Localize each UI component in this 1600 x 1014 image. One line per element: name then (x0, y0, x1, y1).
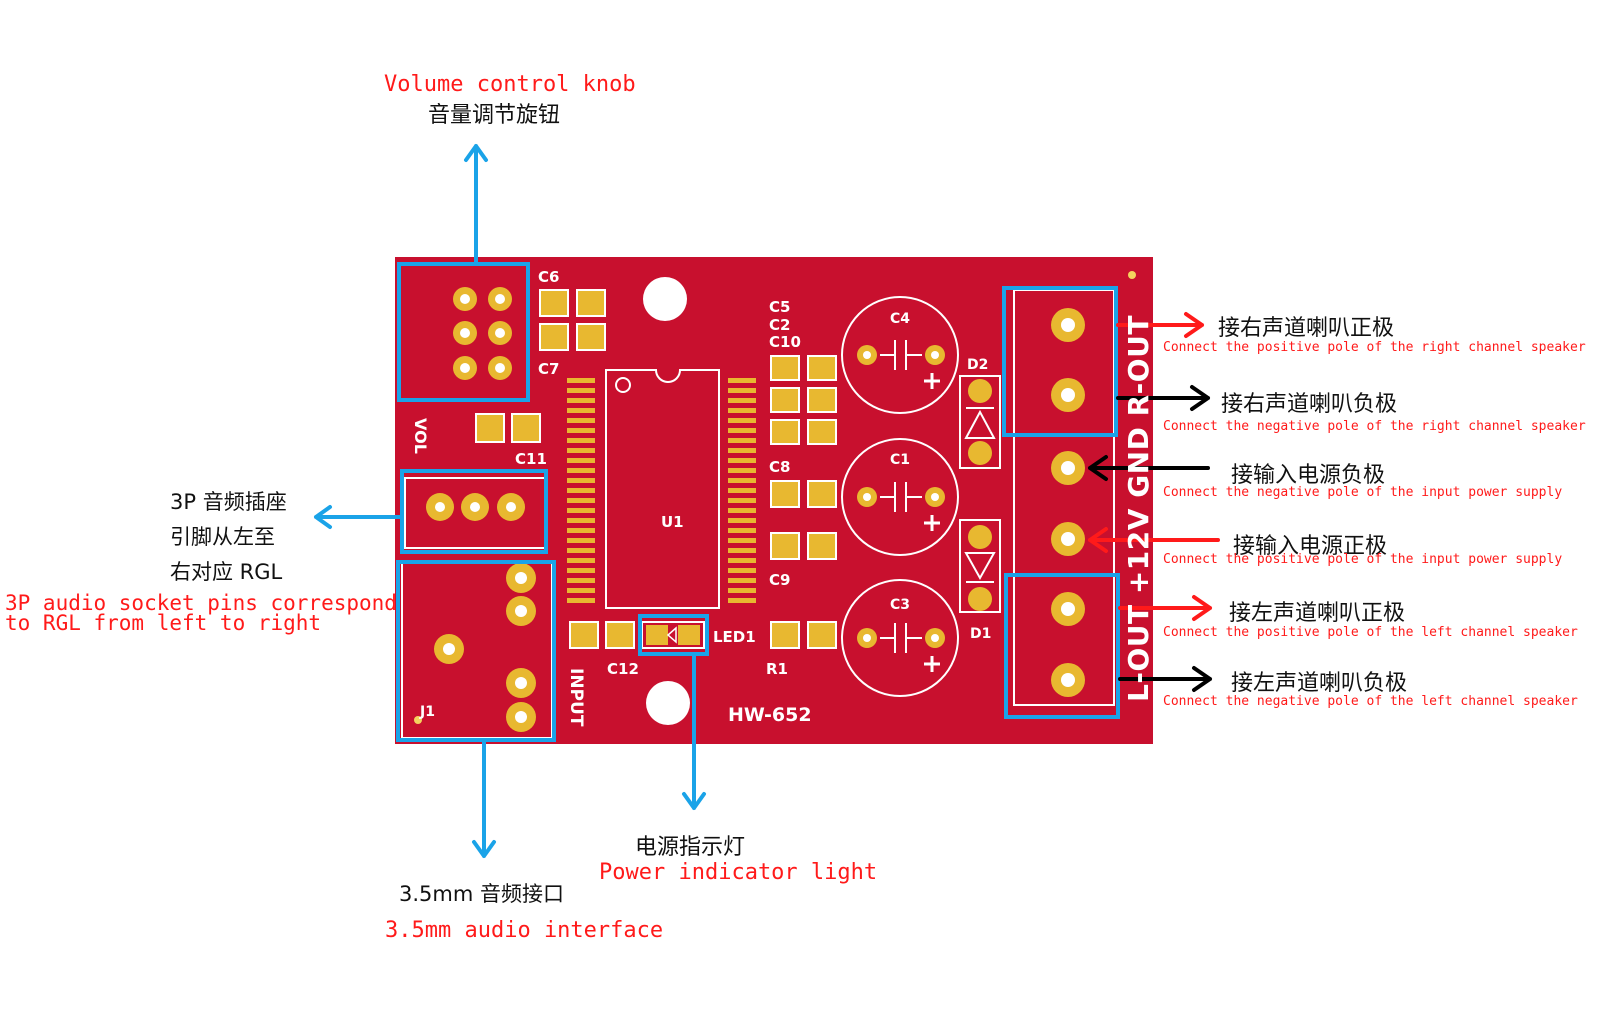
in-neg-label-en: Connect the negative pole of the input p… (1163, 485, 1563, 500)
silk-r1: R1 (766, 660, 788, 678)
smd-pads-c6-c7 (539, 289, 606, 351)
callout-box-left-terminals (1004, 573, 1120, 719)
jack-label-zh: 3.5mm 音频接口 (399, 882, 564, 906)
led1-footprint (641, 621, 705, 649)
diode-d2 (959, 375, 1001, 469)
smd-pads-c5-c2-c10 (770, 355, 837, 445)
ic-u1 (567, 369, 756, 609)
silk-c3: C3 (890, 597, 911, 613)
silk-c12: C12 (607, 660, 639, 678)
in-neg-label-zh: 接输入电源负极 (1231, 463, 1386, 488)
diode-d1 (959, 519, 1001, 613)
jack-arrow (472, 738, 496, 858)
silk-c6: C6 (538, 268, 560, 286)
arrow-left-neg (1118, 666, 1212, 692)
silk-c5: C5 (769, 298, 791, 316)
capacitor-c4 (841, 296, 959, 414)
volume-label-zh: 音量调节旋钮 (428, 103, 561, 128)
callout-box-volume (397, 262, 530, 402)
led-arrow (682, 652, 706, 810)
callout-box-3p-socket (400, 469, 548, 554)
led-label-en: Power indicator light (599, 860, 878, 885)
left-pos-label-en: Connect the positive pole of the left ch… (1163, 625, 1578, 640)
silk-c9: C9 (769, 571, 791, 589)
smd-pads-c8 (770, 480, 837, 508)
arrow-in-neg (1088, 455, 1210, 481)
arrow-right-pos (1116, 312, 1204, 338)
silk-vol: VOL (411, 418, 430, 454)
silk-c11: C11 (515, 450, 547, 468)
silk-led1: LED1 (713, 628, 756, 646)
in-pos-label-en: Connect the positive pole of the input p… (1163, 552, 1563, 567)
right-neg-label-zh: 接右声道喇叭负极 (1221, 392, 1398, 417)
terminal-pads (1013, 289, 1115, 706)
mounting-hole (643, 277, 687, 321)
callout-box-led (638, 614, 709, 656)
silk-c4: C4 (890, 311, 911, 327)
silk-c2: C2 (769, 316, 791, 334)
silk-input: INPUT (566, 668, 586, 727)
socket-label-zh-2: 引脚从左至 (170, 525, 275, 549)
board-model: HW-652 (728, 704, 812, 726)
jack-label-en: 3.5mm audio interface (385, 918, 664, 943)
socket-label-zh-1: 3P 音频插座 (170, 490, 287, 514)
socket-label-en-2: to RGL from left to right (5, 611, 322, 635)
right-neg-label-en: Connect the negative pole of the right c… (1163, 419, 1586, 434)
right-pos-label-en: Connect the positive pole of the right c… (1163, 340, 1586, 355)
silk-terminal-labels: L-OUT +12V GND R-OUT (1122, 315, 1155, 702)
socket-label-zh-3: 右对应 RGL (170, 560, 283, 584)
mounting-hole (646, 681, 690, 725)
silk-c10: C10 (769, 333, 801, 351)
capacitor-c3 (841, 579, 959, 697)
silk-d2: D2 (967, 357, 989, 373)
arrow-left-pos (1118, 595, 1212, 621)
fiducial-dot (1128, 271, 1136, 279)
silk-u1: U1 (661, 513, 684, 531)
volume-arrow (464, 144, 488, 266)
left-pos-label-zh: 接左声道喇叭正极 (1229, 601, 1406, 626)
smd-pads-c9 (770, 532, 837, 560)
left-neg-label-zh: 接左声道喇叭负极 (1231, 671, 1408, 696)
in-pos-label-zh: 接输入电源正极 (1233, 534, 1388, 559)
silk-c1: C1 (890, 452, 911, 468)
right-pos-label-zh: 接右声道喇叭正极 (1218, 316, 1395, 341)
smd-pads-c11 (475, 413, 541, 443)
silk-c7: C7 (538, 360, 560, 378)
led-label-zh: 电源指示灯 (635, 835, 746, 860)
silk-j1: J1 (420, 704, 435, 720)
3p-socket-pads (404, 477, 546, 549)
jack-j1-outline (401, 562, 553, 739)
smd-pads-r1 (770, 621, 837, 649)
capacitor-c1 (841, 438, 959, 556)
silk-d1: D1 (970, 626, 992, 642)
callout-box-jack (396, 560, 556, 742)
arrow-in-pos (1088, 527, 1220, 553)
arrow-right-neg (1116, 385, 1210, 411)
callout-box-right-terminals (1002, 286, 1118, 437)
smd-pads-c12 (569, 621, 635, 649)
silk-c8: C8 (769, 458, 791, 476)
volume-label-en: Volume control knob (384, 72, 636, 97)
socket-arrow (314, 505, 404, 529)
socket-label-en-1: 3P audio socket pins correspond (5, 591, 397, 615)
left-neg-label-en: Connect the negative pole of the left ch… (1163, 694, 1578, 709)
